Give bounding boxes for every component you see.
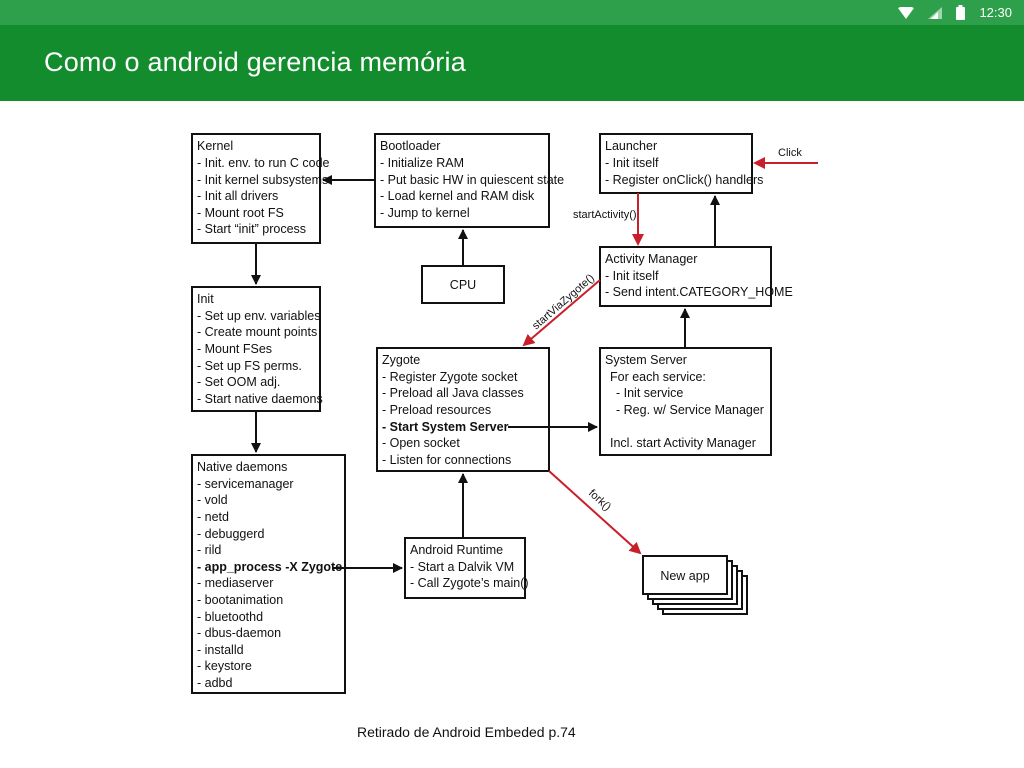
- kernel-line: - Init kernel subsystems: [197, 173, 328, 187]
- init-line: - Set OOM adj.: [197, 375, 280, 389]
- battery-icon: [956, 5, 966, 20]
- bootloader-line: - Put basic HW in quiescent state: [380, 173, 564, 187]
- launcher-box: Launcher - Init itself - Register onClic…: [599, 133, 763, 194]
- android-runtime-line: - Start a Dalvik VM: [410, 560, 514, 574]
- launcher-title: Launcher: [605, 139, 657, 153]
- native-daemons-title: Native daemons: [197, 460, 287, 474]
- kernel-title: Kernel: [197, 139, 233, 153]
- native-daemons-box: Native daemons - servicemanager - vold -…: [191, 454, 346, 694]
- kernel-line: - Init. env. to run C code: [197, 156, 330, 170]
- android-runtime-box: Android Runtime - Start a Dalvik VM - Ca…: [404, 537, 529, 599]
- init-line: - Mount FSes: [197, 342, 272, 356]
- system-server-line: Incl. start Activity Manager: [610, 436, 756, 450]
- zygote-line: - Preload resources: [382, 403, 491, 417]
- native-daemons-line: - rild: [197, 543, 221, 557]
- cpu-title: CPU: [450, 278, 476, 292]
- android-runtime-line: - Call Zygote’s main(): [410, 576, 529, 590]
- status-bar: 12:30: [0, 0, 1024, 25]
- system-server-line: - Init service: [616, 386, 683, 400]
- kernel-line: - Mount root FS: [197, 206, 284, 220]
- bootloader-box: Bootloader - Initialize RAM - Put basic …: [374, 133, 564, 228]
- system-server-box: System Server For each service: - Init s…: [599, 347, 772, 456]
- init-box: Init - Set up env. variables - Create mo…: [191, 286, 323, 412]
- native-daemons-line: - bluetoothd: [197, 610, 263, 624]
- arrow-start-via-zygote: [522, 279, 601, 347]
- init-line: - Start native daemons: [197, 392, 323, 406]
- native-daemons-line: - installd: [197, 643, 244, 657]
- wifi-icon: [898, 6, 915, 19]
- zygote-start-system-server: - Start System Server: [382, 420, 509, 434]
- zygote-line: - Listen for connections: [382, 453, 511, 467]
- native-daemons-line: - dbus-daemon: [197, 626, 281, 640]
- launcher-line: - Init itself: [605, 156, 659, 170]
- kernel-line: - Init all drivers: [197, 189, 278, 203]
- bootloader-title: Bootloader: [380, 139, 440, 153]
- zygote-line: - Register Zygote socket: [382, 370, 518, 384]
- kernel-line: - Start “init” process: [197, 222, 306, 236]
- zygote-line: - Open socket: [382, 436, 460, 450]
- init-line: - Create mount points: [197, 325, 317, 339]
- native-daemons-app-process: - app_process -X Zygote: [197, 560, 342, 574]
- label-fork: fork(): [586, 487, 613, 513]
- activity-manager-title: Activity Manager: [605, 252, 697, 266]
- system-server-title: System Server: [605, 353, 687, 367]
- source-caption: Retirado de Android Embeded p.74: [357, 724, 576, 740]
- new-app-stack: New app: [642, 555, 748, 615]
- init-title: Init: [197, 292, 214, 306]
- bootloader-line: - Load kernel and RAM disk: [380, 189, 535, 203]
- label-start-activity: startActivity(): [573, 209, 637, 221]
- init-line: - Set up FS perms.: [197, 359, 302, 373]
- bootloader-line: - Initialize RAM: [380, 156, 464, 170]
- native-daemons-line: - netd: [197, 510, 229, 524]
- activity-manager-line: - Send intent.CATEGORY_HOME: [605, 285, 793, 299]
- system-server-line: - Reg. w/ Service Manager: [616, 403, 764, 417]
- new-app-title: New app: [660, 569, 709, 583]
- signal-icon: [928, 6, 943, 19]
- cpu-box: CPU: [421, 265, 505, 304]
- native-daemons-line: - servicemanager: [197, 477, 294, 491]
- native-daemons-line: - mediaserver: [197, 576, 273, 590]
- native-daemons-line: - adbd: [197, 676, 232, 690]
- arrow-fork: [548, 470, 642, 555]
- label-start-via-zygote: startViaZygote(): [530, 272, 597, 332]
- native-daemons-line: - keystore: [197, 659, 252, 673]
- bootloader-line: - Jump to kernel: [380, 206, 470, 220]
- native-daemons-line: - bootanimation: [197, 593, 283, 607]
- clock: 12:30: [979, 5, 1012, 20]
- native-daemons-line: - vold: [197, 493, 228, 507]
- system-server-line: For each service:: [610, 370, 706, 384]
- zygote-title: Zygote: [382, 353, 420, 367]
- native-daemons-line: - debuggerd: [197, 527, 264, 541]
- zygote-line: - Preload all Java classes: [382, 386, 524, 400]
- page-title: Como o android gerencia memória: [44, 47, 466, 77]
- zygote-box: Zygote - Register Zygote socket - Preloa…: [376, 347, 550, 472]
- activity-manager-line: - Init itself: [605, 269, 659, 283]
- activity-manager-box: Activity Manager - Init itself - Send in…: [599, 246, 793, 307]
- android-runtime-title: Android Runtime: [410, 543, 503, 557]
- init-line: - Set up env. variables: [197, 309, 320, 323]
- launcher-line: - Register onClick() handlers: [605, 173, 763, 187]
- app-bar: [0, 25, 1024, 101]
- label-click: Click: [778, 147, 802, 159]
- kernel-box: Kernel - Init. env. to run C code - Init…: [191, 133, 330, 244]
